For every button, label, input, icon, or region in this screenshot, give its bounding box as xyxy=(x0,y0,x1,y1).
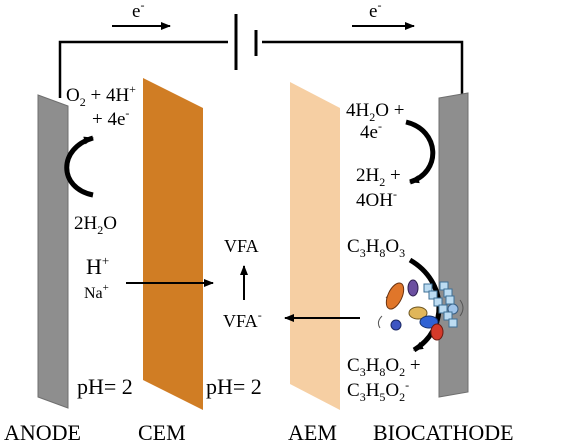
svg-text:C3H5O2-: C3H5O2- xyxy=(347,378,409,404)
svg-text:Na+: Na+ xyxy=(84,282,109,302)
circuit-wire-right xyxy=(262,40,464,98)
electron-flow-right: e- xyxy=(352,0,415,30)
svg-text:H+: H+ xyxy=(86,253,109,279)
electron-label-left: e xyxy=(132,1,140,22)
svg-text:4OH-: 4OH- xyxy=(356,187,397,211)
svg-text:2H2 +: 2H2 + xyxy=(356,165,401,189)
svg-text:O2 + 4H+: O2 + 4H+ xyxy=(66,82,136,109)
label-cem: CEM xyxy=(138,420,186,445)
bacterium-blue-small xyxy=(390,319,402,331)
cem-membrane xyxy=(143,78,203,410)
circuit-wire-left xyxy=(58,40,228,98)
svg-text:e-: e- xyxy=(369,0,381,22)
anode-reaction: O2 + 4H+ + 4e- 2H2O xyxy=(64,82,136,237)
biocathode-fermentation: C3H8O3 C3 xyxy=(347,236,464,404)
bacterium-orange xyxy=(385,282,405,310)
anode-electrode xyxy=(37,94,69,409)
svg-text:VFA-: VFA- xyxy=(223,308,262,331)
svg-text:e-: e- xyxy=(132,0,144,22)
cathode-curved-arrow xyxy=(405,119,436,185)
bacterium-red xyxy=(430,323,444,341)
external-circuit xyxy=(58,14,464,98)
aem-membrane xyxy=(290,82,340,410)
electron-label-right: e xyxy=(369,1,377,22)
svg-text:2H2O: 2H2O xyxy=(74,213,117,237)
vfa-anion-label: VFA xyxy=(223,311,258,331)
anode-curved-arrow xyxy=(64,135,94,198)
filamentous-bacteria xyxy=(423,281,458,328)
electron-flow-left: e- xyxy=(112,0,171,30)
proton-label: H xyxy=(86,254,102,279)
bacterium-tan xyxy=(408,306,428,320)
bacterium-purple xyxy=(407,279,419,297)
svg-text:C3H8O2 +: C3H8O2 + xyxy=(347,355,421,379)
label-anode: ANODE xyxy=(4,420,81,445)
cathode-reaction: 4H2O + 4e- 2H2 + 4OH- xyxy=(346,100,436,211)
svg-text:4H2O +: 4H2O + xyxy=(346,100,404,124)
label-aem: AEM xyxy=(288,420,337,445)
ph-middle-chamber: pH= 2 xyxy=(206,374,262,399)
label-biocathode: BIOCATHODE xyxy=(373,420,514,445)
biocathode-electrode xyxy=(438,92,469,398)
svg-text:4e-: 4e- xyxy=(360,119,382,143)
sodium-label: Na xyxy=(84,285,103,302)
vfa-label: VFA xyxy=(224,236,259,256)
microbe-cluster xyxy=(377,279,464,341)
ph-anode-chamber: pH= 2 xyxy=(77,374,133,399)
svg-text:C3H8O3: C3H8O3 xyxy=(347,236,405,260)
ion-transport: H+ Na+ xyxy=(84,253,214,302)
svg-text:+ 4e-: + 4e- xyxy=(92,106,129,130)
vfa-conversion: VFA VFA- xyxy=(223,236,360,331)
